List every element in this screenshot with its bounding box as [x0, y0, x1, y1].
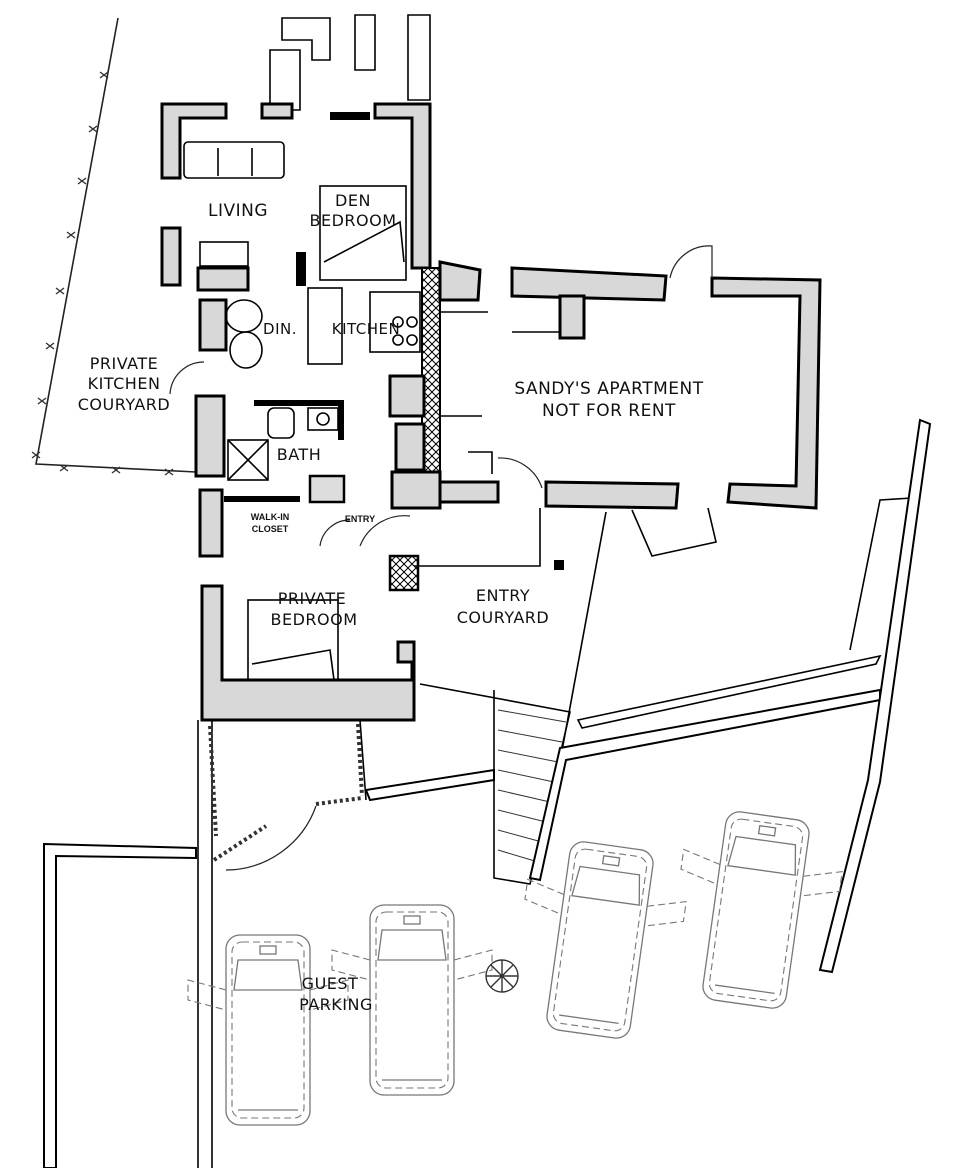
label-kitchen: KITCHEN — [332, 320, 401, 338]
label-dining: DIN. — [263, 320, 297, 338]
label-den-2: BEDROOM — [309, 211, 396, 230]
label-parking-1: GUEST — [302, 974, 359, 993]
label-entry-courtyard-2: COURYARD — [457, 608, 549, 627]
label-kitchen-courtyard-2: KITCHEN — [88, 374, 161, 393]
house-walls — [160, 102, 822, 722]
car-4 — [662, 804, 850, 1016]
label-bath: BATH — [277, 445, 321, 464]
label-entry: ENTRY — [345, 514, 375, 524]
label-closet-2: CLOSET — [252, 524, 289, 534]
property-fence — [31, 17, 197, 476]
label-kitchen-courtyard-1: PRIVATE — [90, 354, 159, 373]
tree-icon — [485, 959, 519, 993]
staircase — [419, 683, 571, 885]
label-apartment-2: NOT FOR RENT — [542, 401, 676, 421]
parked-cars — [187, 804, 850, 1126]
interior-furniture — [169, 141, 713, 681]
label-entry-courtyard-1: ENTRY — [476, 586, 530, 605]
neighbour-structure — [269, 14, 431, 111]
label-closet-1: WALK-IN — [251, 512, 290, 522]
label-bedroom-2: BEDROOM — [270, 610, 357, 629]
label-apartment-1: SANDY'S APARTMENT — [514, 379, 703, 399]
room-labels: LIVING DEN BEDROOM DIN. KITCHEN SANDY'S … — [78, 191, 703, 1014]
entry-courtyard-lines — [414, 507, 717, 871]
label-bedroom-1: PRIVATE — [278, 589, 347, 608]
label-kitchen-courtyard-3: COURYARD — [78, 395, 170, 414]
label-den-1: DEN — [335, 191, 371, 210]
parking-gate — [208, 723, 364, 871]
label-parking-2: PARKING — [299, 995, 373, 1014]
label-living: LIVING — [208, 201, 268, 221]
parking-walls — [43, 418, 932, 1168]
